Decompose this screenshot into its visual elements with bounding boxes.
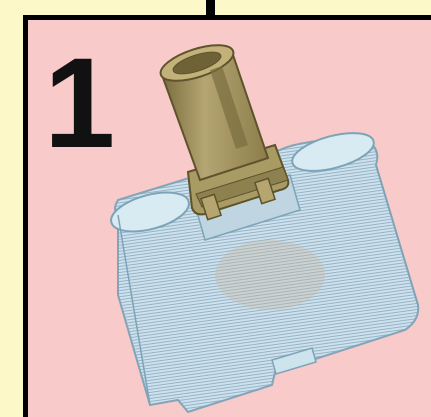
instruction-page: 1 — [0, 0, 431, 417]
assembly-illustration — [0, 0, 431, 417]
